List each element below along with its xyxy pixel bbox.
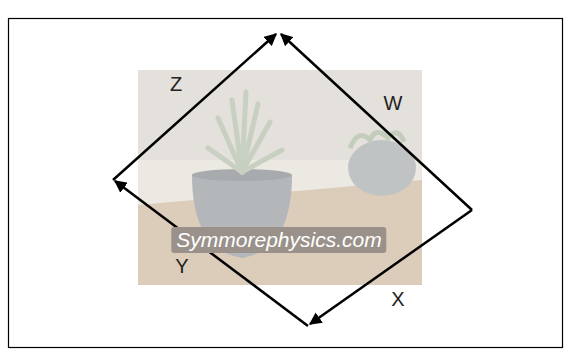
vector-z	[113, 34, 276, 180]
photo-plant	[208, 92, 282, 172]
vector-label: X	[391, 288, 404, 311]
vector-arrows	[113, 34, 472, 326]
vector-label: Z	[170, 73, 182, 96]
vector-y	[115, 181, 308, 326]
photo-ground	[138, 70, 422, 285]
faded-photo	[138, 70, 422, 285]
vector-label: Y	[175, 255, 188, 278]
watermark: Symmorephysics.com	[171, 227, 386, 253]
frame	[9, 19, 563, 348]
vector-w	[281, 34, 472, 210]
vector-label: W	[384, 92, 403, 115]
